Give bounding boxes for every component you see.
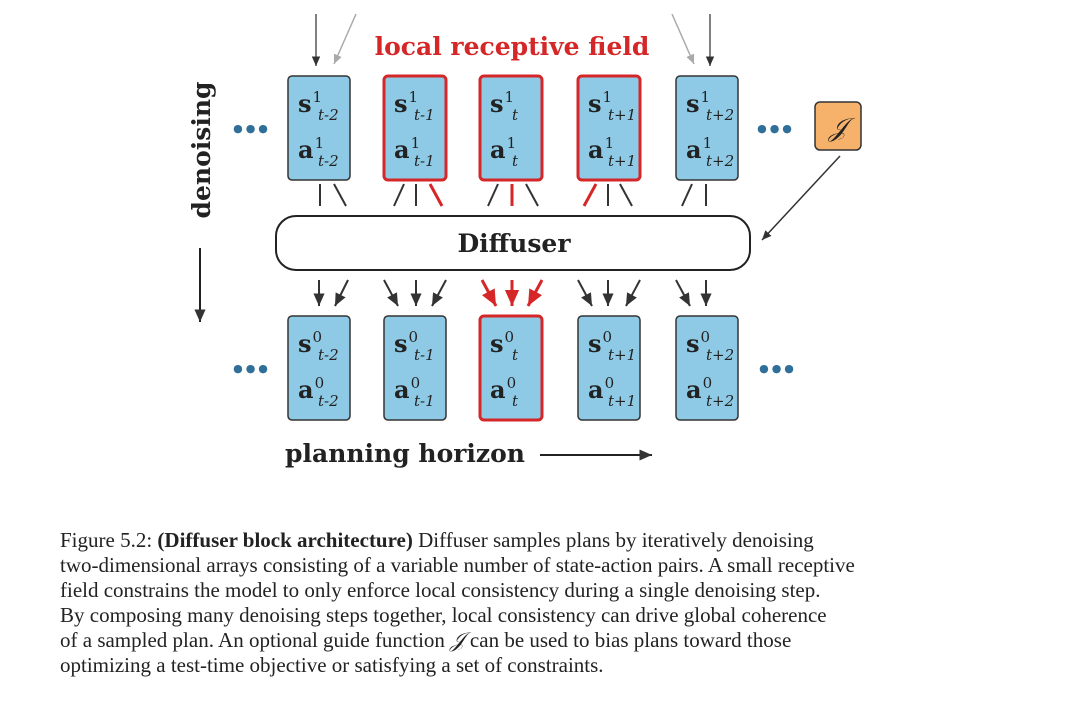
- cell-box: [675, 75, 739, 181]
- input-arrow: [333, 13, 357, 65]
- ellipsis-bottom-left: ●●●: [233, 362, 271, 375]
- denoising-label: denoising: [187, 82, 216, 219]
- caption-line: Figure 5.2: (Diffuser block architecture…: [60, 528, 1020, 553]
- cell-box-highlighted: [478, 74, 544, 182]
- planning-horizon-label: planning horizon: [285, 439, 525, 468]
- cell-box: [383, 315, 447, 421]
- figure-caption: Figure 5.2: (Diffuser block architecture…: [60, 528, 1020, 678]
- lower-connectors: [313, 279, 712, 307]
- diffuser-label: Diffuser: [457, 229, 571, 258]
- caption-line: of a sampled plan. An optional guide fun…: [60, 628, 1020, 653]
- ellipsis-top-right: ●●●: [757, 122, 795, 135]
- local-receptive-field-label: local receptive field: [375, 32, 650, 61]
- caption-line: two-dimensional arrays consisting of a v…: [60, 553, 855, 577]
- cell-box-highlighted: [478, 314, 544, 422]
- caption-line: optimizing a test-time objective or sati…: [60, 653, 604, 677]
- cell-box: [675, 315, 739, 421]
- caption-title: (Diffuser block architecture): [157, 528, 413, 552]
- caption-text: of a sampled plan. An optional guide fun…: [60, 628, 451, 652]
- upper-connectors: [319, 183, 707, 207]
- cell-box-highlighted: [576, 74, 642, 182]
- caption-line: By composing many denoising steps togeth…: [60, 603, 827, 627]
- guide-function-symbol: 𝒥: [450, 628, 465, 652]
- caption-prefix: Figure 5.2:: [60, 528, 158, 552]
- cell-box: [287, 75, 351, 181]
- guide-function-box: [814, 101, 862, 151]
- cell-box: [287, 315, 351, 421]
- caption-text: can be used to bias plans toward those: [464, 628, 792, 652]
- input-arrow: [671, 13, 695, 65]
- ellipsis-bottom-right: ●●●: [759, 362, 797, 375]
- cell-box-highlighted: [382, 74, 448, 182]
- caption-text: Diffuser samples plans by iteratively de…: [412, 528, 814, 552]
- caption-line: field constrains the model to only enfor…: [60, 578, 821, 602]
- diffuser-block: [275, 215, 751, 271]
- cell-box: [577, 315, 641, 421]
- ellipsis-top-left: ●●●: [233, 122, 271, 135]
- guide-arrow: [761, 155, 841, 241]
